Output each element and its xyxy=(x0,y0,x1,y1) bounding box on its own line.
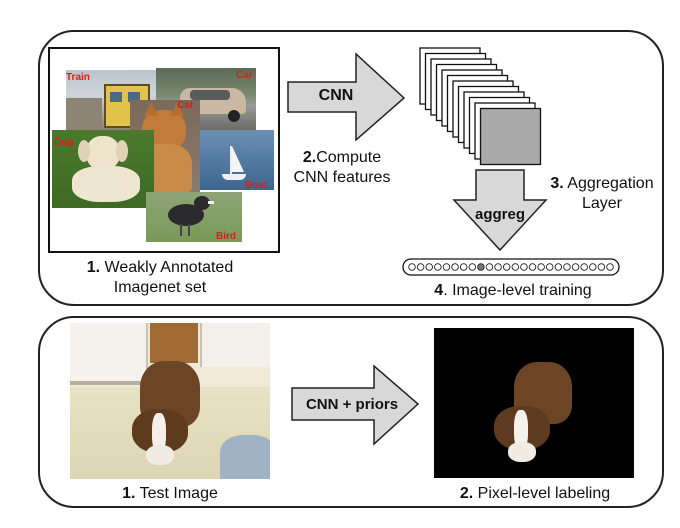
step2-number: 2. xyxy=(302,149,317,166)
bird-label: Bird xyxy=(216,231,236,242)
step1-number: 1. xyxy=(86,259,101,276)
step2-text-line2: CNN features xyxy=(293,169,391,186)
feature-vector-dot xyxy=(563,263,571,271)
feature-vector-dot xyxy=(494,263,502,271)
step3-text-line1: Aggregation xyxy=(567,175,654,192)
feature-map-12 xyxy=(479,107,542,166)
step1-caption: 1. Weakly Annotated Imagenet set xyxy=(50,258,270,298)
cnn-priors-arrow xyxy=(291,364,420,446)
feature-vector-dot xyxy=(485,263,494,271)
step4-caption: 4. Image-level training xyxy=(398,281,628,301)
feature-vector-dot xyxy=(528,263,537,271)
feature-vector-dot xyxy=(589,263,597,271)
dog-label: Dog xyxy=(54,137,74,148)
feature-vector-dot xyxy=(511,263,520,271)
boat-label: Boat xyxy=(245,180,268,191)
aggreg-arrow-label: aggreg xyxy=(474,206,525,223)
step1-text-line2: Imagenet set xyxy=(113,279,207,296)
feature-vector-dot xyxy=(537,263,545,271)
step3-number: 3. xyxy=(550,175,564,192)
feature-vector-dot xyxy=(425,263,433,271)
boat-photo xyxy=(200,130,274,190)
step3-caption: 3. Aggregation Layer xyxy=(536,174,668,214)
pixel-labeling-output xyxy=(434,328,634,478)
feature-map-stack xyxy=(419,47,542,166)
cat-label: Cat xyxy=(177,100,194,111)
feature-vector-dot xyxy=(416,263,425,271)
feature-vector-dot xyxy=(597,263,606,271)
feature-vector-outline xyxy=(402,258,620,276)
feature-vector-dot xyxy=(468,263,477,271)
step1-text-line1: Weakly Annotated xyxy=(104,259,234,276)
test-step1-text: Test Image xyxy=(139,485,218,502)
step2-caption: 2.Compute CNN features xyxy=(278,148,406,188)
feature-vector-dot xyxy=(477,263,485,271)
aggreg-arrow xyxy=(452,169,548,252)
cnn-priors-arrow-label: CNN + priors xyxy=(305,396,399,413)
feature-vector-dot xyxy=(434,263,442,271)
train-label: Train xyxy=(66,72,90,83)
feature-vector-dot xyxy=(580,263,588,271)
step2-text-line1: Compute xyxy=(316,149,382,166)
feature-vector-dot xyxy=(606,263,614,271)
car-label: Car xyxy=(236,70,253,81)
feature-vector-dot xyxy=(520,263,528,271)
test-step1-number: 1. xyxy=(122,485,136,502)
test-image-caption: 1. Test Image xyxy=(70,484,270,504)
feature-vector-dot xyxy=(451,263,459,271)
step3-text-line2: Layer xyxy=(581,195,623,212)
feature-vector-dot xyxy=(408,263,416,271)
feature-vector-dot xyxy=(459,263,468,271)
step4-number: 4 xyxy=(434,282,444,299)
pixel-labeling-caption: 2. Pixel-level labeling xyxy=(420,484,650,504)
feature-vector-dot xyxy=(502,263,511,271)
feature-vector-dot xyxy=(442,263,451,271)
output-step2-text: Pixel-level labeling xyxy=(477,485,611,502)
cnn-arrow-label: CNN xyxy=(318,87,354,104)
feature-vector-dot xyxy=(554,263,563,271)
test-image xyxy=(70,323,270,479)
bird-photo xyxy=(146,192,242,242)
step4-text: . Image-level training xyxy=(443,282,592,299)
feature-vector-dot xyxy=(545,263,554,271)
feature-vector-dot xyxy=(571,263,580,271)
cnn-arrow xyxy=(287,52,406,142)
output-step2-number: 2. xyxy=(459,485,474,502)
dog-photo xyxy=(52,130,154,208)
feature-vector xyxy=(402,258,620,276)
